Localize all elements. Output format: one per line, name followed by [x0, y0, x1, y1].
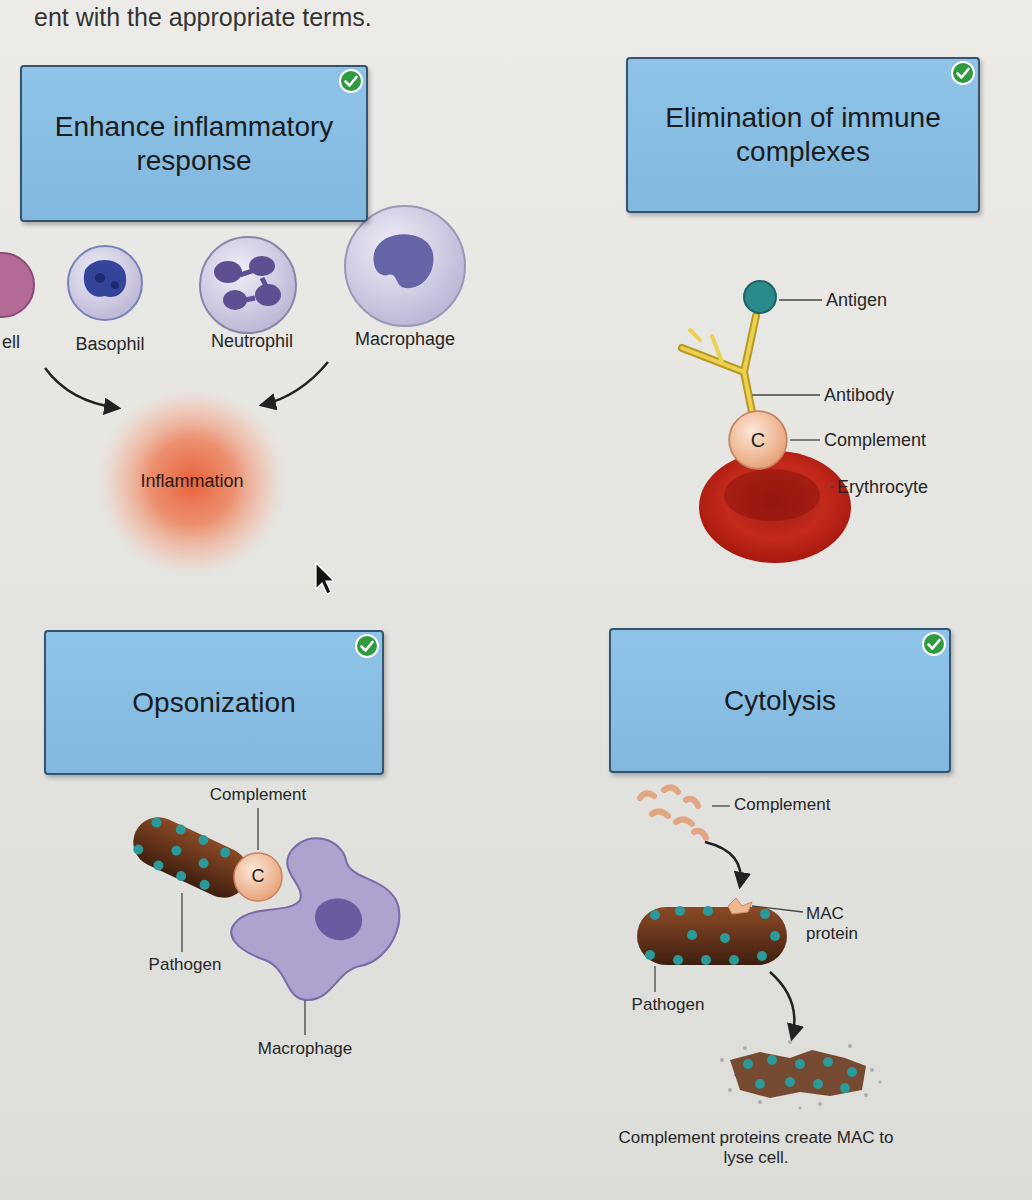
arrow [262, 362, 328, 405]
complement-circle: C [233, 852, 283, 902]
part-label: Macrophage [258, 1039, 353, 1059]
complement-circle: C [728, 410, 788, 470]
term-box: Elimination of immune complexes [626, 57, 980, 213]
term-box: Opsonization [44, 630, 384, 775]
leader-line [712, 805, 730, 806]
shape-text: C [751, 428, 765, 452]
lysed-cell [720, 1040, 882, 1110]
macrophage-amoeba [231, 838, 399, 1000]
part-label: Complement [734, 795, 830, 815]
cell-label: ell [2, 332, 20, 354]
check-mark [950, 60, 976, 86]
part-label: MAC protein [806, 904, 886, 945]
part-label: Pathogen [632, 995, 705, 1015]
term-text: Elimination of immune complexes [644, 101, 962, 168]
mast-cell [0, 253, 34, 317]
shape-text: C [252, 866, 265, 888]
term-text: Enhance inflammatory response [38, 110, 350, 177]
part-label: Pathogen [149, 955, 222, 975]
term-text: Opsonization [132, 686, 295, 720]
part-label: Complement [210, 785, 306, 805]
leader-lines [182, 808, 305, 1035]
complement-proteins [640, 787, 706, 838]
antigen [744, 281, 776, 313]
check-mark [921, 631, 947, 657]
cell-label: Basophil [75, 334, 144, 356]
shape-text: Inflammation [140, 471, 243, 493]
instruction-text: ent with the appropriate terms. [34, 2, 372, 32]
cell-label: Neutrophil [211, 331, 293, 353]
cell-label: Macrophage [355, 329, 455, 351]
caption-text: Complement proteins create MAC to lyse c… [611, 1128, 901, 1169]
macrophage-cell [345, 206, 465, 326]
part-label: Complement [824, 430, 926, 452]
inflammation-area: Inflammation [97, 387, 287, 577]
check-mark [338, 68, 364, 94]
pathogen [125, 808, 258, 907]
term-text: Cytolysis [724, 684, 836, 718]
check-mark [354, 633, 380, 659]
term-box: Enhance inflammatory response [20, 65, 368, 222]
mouse-cursor [316, 563, 334, 594]
erythrocyte [699, 451, 851, 563]
basophil-cell [68, 246, 142, 320]
arrow [45, 368, 118, 408]
neutrophil-cell [200, 237, 296, 333]
leader-line [654, 966, 655, 992]
antibody [682, 316, 756, 412]
arrow [770, 972, 794, 1038]
leader-line [752, 906, 803, 912]
part-label: Antibody [824, 385, 894, 407]
part-label: Erythrocyte [837, 477, 928, 499]
arrow [705, 842, 741, 886]
term-box: Cytolysis [609, 628, 951, 773]
part-label: Antigen [826, 290, 887, 312]
